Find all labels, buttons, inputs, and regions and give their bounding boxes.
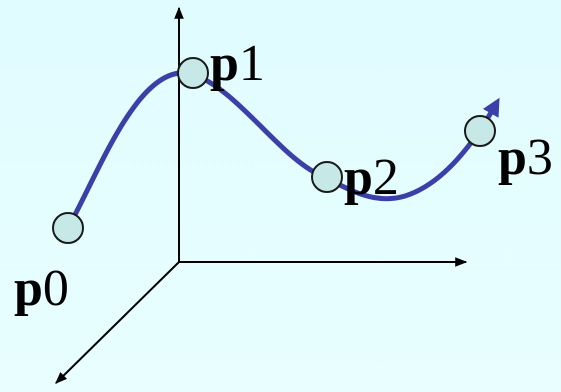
point-p1-label: p1 xyxy=(210,35,265,92)
spline-curve xyxy=(65,70,500,231)
z-axis xyxy=(55,261,180,384)
point-p3-marker xyxy=(464,115,496,147)
point-p2-marker xyxy=(311,161,343,193)
point-p3-label: p3 xyxy=(498,129,553,186)
point-p0-marker xyxy=(52,212,84,244)
point-p2-label: p2 xyxy=(344,149,399,206)
point-p1-marker xyxy=(177,57,209,89)
point-p0-label: p0 xyxy=(14,260,69,317)
